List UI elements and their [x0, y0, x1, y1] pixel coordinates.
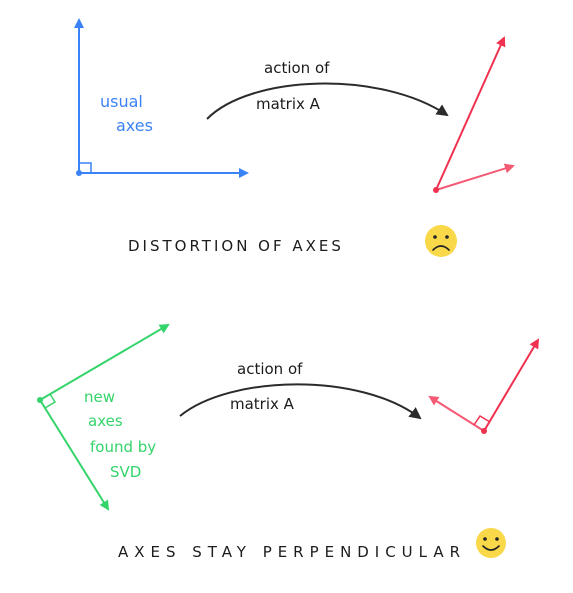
new-axes-label-line2: axes: [88, 412, 123, 430]
bottom-action-label-line2: matrix A: [230, 395, 295, 413]
usual-axes: [74, 18, 249, 178]
smiley-face-icon: [476, 528, 506, 558]
new-axis-upper: [39, 323, 170, 401]
usual-axes-label-line2: axes: [116, 116, 153, 135]
new-origin-dot: [37, 397, 43, 403]
new-axis-lower: [39, 399, 110, 511]
new-axes-label-line4: SVD: [110, 463, 141, 481]
distorted-axis-long: [435, 36, 506, 191]
bottom-action-arrow: [179, 383, 422, 420]
new-axes: [37, 323, 170, 511]
perpendicular-axes: [428, 338, 540, 434]
bottom-panel: new axes found by SVD action of matrix A…: [37, 323, 540, 561]
new-right-angle-marker: [44, 393, 57, 409]
new-axes-label-line3: found by: [90, 438, 156, 456]
top-action-arrow: [206, 82, 449, 120]
sad-face-icon: [425, 225, 457, 257]
distorted-origin-dot: [433, 187, 439, 193]
usual-axes-label-line1: usual: [100, 92, 143, 111]
perpendicular-axis-short: [428, 395, 485, 432]
top-caption: DISTORTION OF AXES: [128, 237, 344, 255]
perpendicular-axis-long: [483, 338, 540, 432]
distorted-axis-short: [435, 163, 515, 191]
top-action-label-line1: action of: [264, 59, 330, 77]
new-axes-label-line1: new: [84, 388, 115, 406]
origin-dot: [76, 170, 82, 176]
top-panel: usual axes action of matrix A DISTORTION…: [74, 18, 515, 257]
top-action-label-line2: matrix A: [256, 95, 321, 113]
perpendicular-origin-dot: [481, 428, 487, 434]
perpendicular-right-angle-marker: [473, 414, 491, 426]
distorted-axes: [433, 36, 515, 193]
bottom-caption: AXES STAY PERPENDICULAR: [118, 543, 463, 561]
right-angle-marker: [79, 162, 92, 173]
bottom-action-label-line1: action of: [237, 360, 303, 378]
